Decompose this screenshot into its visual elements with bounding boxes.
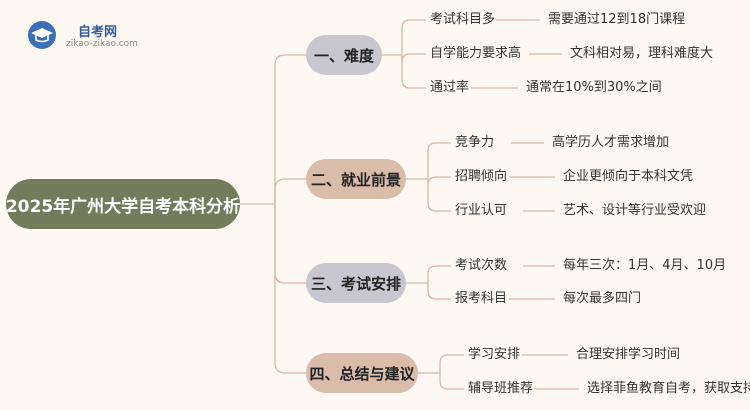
branch-difficulty: 一、难度	[306, 35, 382, 75]
branch-connector	[274, 204, 306, 284]
root-node: 2025年广州大学自考本科分析	[6, 179, 240, 229]
logo-subtitle: zikao-zikao.com	[66, 39, 138, 49]
leaf-topic: 自学能力要求高	[430, 46, 522, 61]
leaf-detail: 通常在10%到30%之间	[526, 80, 662, 95]
leaf-detail: 选择菲鱼教育自考，获取支持	[587, 381, 750, 396]
branch-summary: 四、总结与建议	[306, 353, 418, 393]
leaf-detail: 企业更倾向于本科文凭	[563, 169, 694, 184]
branch-connector	[274, 204, 306, 374]
leaf-connector	[427, 176, 451, 186]
leaf-detail: 高学历人才需求增加	[552, 135, 670, 150]
leaf-connector	[439, 373, 464, 390]
leaf-topic: 招聘倾向	[455, 169, 508, 184]
branch-exam-schedule: 三、考试安排	[306, 263, 406, 303]
leaf-topic: 考试次数	[455, 258, 508, 273]
leaf-topic: 辅导班推荐	[468, 381, 534, 396]
leaf-connector	[401, 55, 426, 89]
leaf-topic: 学习安排	[468, 347, 521, 362]
leaf-detail: 艺术、设计等行业受欢迎	[563, 203, 707, 218]
leaf-connector	[401, 53, 426, 63]
logo-title: 自考网	[78, 25, 118, 40]
leaf-connector	[427, 179, 451, 212]
leaf-connector	[401, 19, 426, 55]
leaf-topic: 行业认可	[455, 203, 508, 218]
leaf-detail: 文科相对易，理科难度大	[570, 46, 714, 61]
branch-employment: 二、就业前景	[306, 159, 406, 199]
leaf-connector	[427, 283, 451, 300]
leaf-topic: 通过率	[430, 80, 470, 95]
branch-connector	[274, 54, 306, 204]
graduation-cap-icon	[28, 21, 56, 49]
leaf-topic: 报考科目	[455, 291, 508, 306]
leaf-topic: 考试科目多	[430, 12, 496, 27]
site-logo[interactable]: 自考网 zikao-zikao.com	[28, 17, 148, 53]
leaf-connector	[427, 265, 451, 283]
branch-connector	[274, 178, 306, 204]
leaf-connector	[439, 354, 464, 373]
leaf-connector	[427, 142, 451, 179]
leaf-detail: 合理安排学习时间	[576, 347, 681, 362]
leaf-detail: 每次最多四门	[563, 291, 642, 306]
leaf-detail: 需要通过12到18门课程	[548, 12, 686, 27]
leaf-detail: 每年三次：1月、4月、10月	[563, 258, 727, 273]
leaf-topic: 竞争力	[455, 135, 495, 150]
